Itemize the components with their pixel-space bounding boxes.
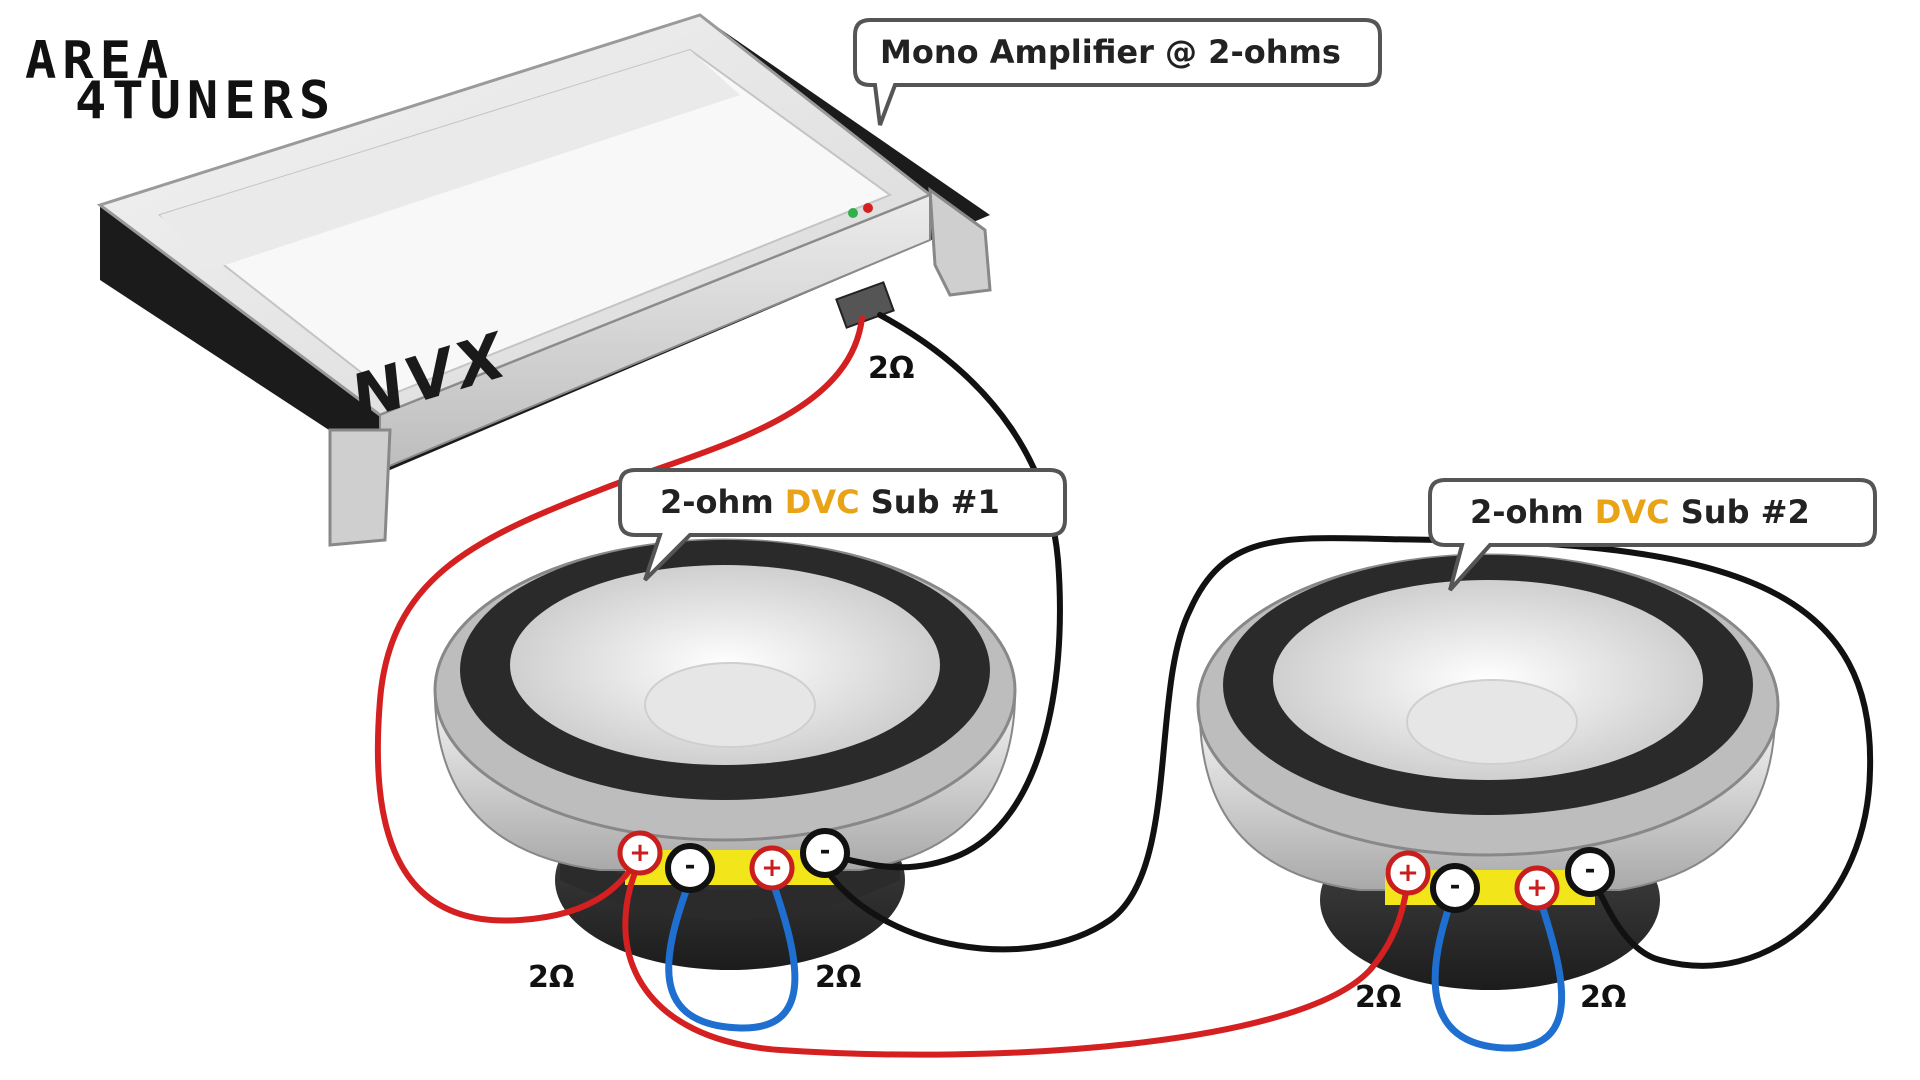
minus-icon: - — [1450, 871, 1461, 901]
sub1-negative-terminal-1: - — [665, 843, 715, 893]
subwoofer-2 — [1196, 553, 1780, 990]
sub1-coil-left-impedance-label: 2Ω — [528, 960, 574, 995]
watermark-line1: AREA — [25, 31, 174, 91]
plus-icon: + — [1397, 858, 1419, 888]
sub2-callout: 2-ohm DVC Sub #2 — [1428, 478, 1877, 592]
sub2-callout-text: 2-ohm DVC Sub #2 — [1470, 493, 1810, 531]
sub2-negative-terminal-2: - — [1565, 847, 1615, 897]
sub1-terminals: + - + - — [617, 828, 850, 893]
sub2-positive-terminal-2: + — [1514, 865, 1560, 911]
sub2-terminals: + - + - — [1385, 847, 1615, 913]
sub1-negative-terminal-2: - — [800, 828, 850, 878]
amplifier-foot-left — [328, 428, 392, 547]
sub1-positive-terminal-1: + — [617, 830, 663, 876]
amp-positive-wire — [374, 315, 865, 924]
plus-icon: + — [761, 853, 783, 883]
amplifier-panel — [157, 48, 893, 397]
plus-icon: + — [1526, 873, 1548, 903]
amp-negative-wire — [822, 312, 1063, 871]
sub2-coil-jumper — [1431, 886, 1565, 1052]
sub1-dustcap — [644, 662, 816, 748]
sub1-callout-text: 2-ohm DVC Sub #1 — [660, 483, 1000, 521]
power-led-icon — [848, 208, 858, 218]
protect-led-icon — [863, 203, 873, 213]
amplifier-panel-shade — [160, 50, 740, 270]
sub2-coil-left-impedance-label: 2Ω — [1355, 980, 1401, 1015]
sub2-coil-right-impedance-label: 2Ω — [1580, 980, 1626, 1015]
minus-icon: - — [820, 836, 831, 866]
sub2-positive-terminal-1: + — [1385, 850, 1431, 896]
sub2-negative-terminal-1: - — [1430, 863, 1480, 913]
amplifier-callout: Mono Amplifier @ 2-ohms — [853, 18, 1382, 126]
sub1-callout: 2-ohm DVC Sub #1 — [618, 468, 1067, 582]
sub1-coil-right-impedance-label: 2Ω — [815, 960, 861, 995]
subwoofer-1 — [433, 538, 1017, 970]
series-positive-wire — [622, 857, 1411, 1058]
plus-icon: + — [629, 838, 651, 868]
amplifier-callout-text: Mono Amplifier @ 2-ohms — [880, 33, 1341, 71]
watermark-line2: 4TUNERS — [75, 71, 336, 131]
minus-icon: - — [685, 851, 696, 881]
sub1-coil-jumper — [665, 876, 799, 1032]
amplifier-impedance-label: 2Ω — [868, 351, 914, 386]
minus-icon: - — [1585, 855, 1596, 885]
watermark-logo: AREA 4TUNERS — [25, 31, 336, 131]
sub1-positive-terminal-2: + — [749, 845, 795, 891]
amplifier: NVX — [96, 13, 992, 547]
amplifier-foot-right — [928, 186, 992, 297]
sub2-dustcap — [1406, 679, 1578, 765]
amplifier-terminal-block — [835, 281, 895, 329]
